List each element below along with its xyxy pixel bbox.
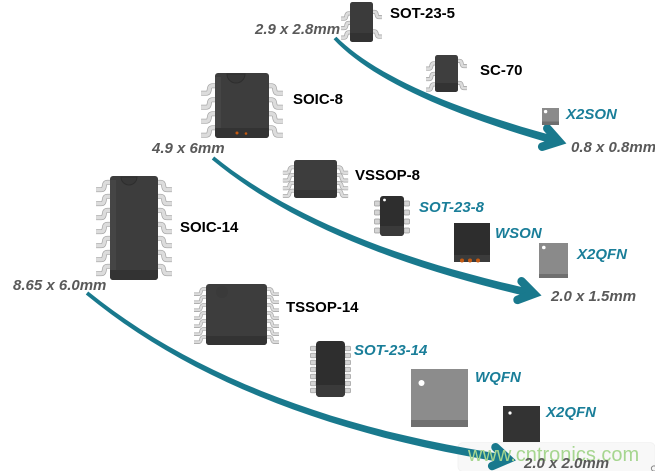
svg-text:2.9 x 2.8mm: 2.9 x 2.8mm [254, 21, 340, 38]
svg-text:SOT-23-8: SOT-23-8 [419, 199, 485, 216]
svg-text:TSSOP-14: TSSOP-14 [286, 299, 359, 316]
svg-text:SOIC-14: SOIC-14 [180, 219, 239, 236]
svg-text:SOT-23-5: SOT-23-5 [390, 5, 455, 22]
svg-text:VSSOP-8: VSSOP-8 [355, 167, 420, 184]
svg-text:SOIC-8: SOIC-8 [293, 91, 343, 108]
svg-text:SOT-23-14: SOT-23-14 [354, 342, 428, 359]
svg-text:X2QFN: X2QFN [545, 404, 597, 421]
svg-text:2.0 x 2.0mm: 2.0 x 2.0mm [523, 455, 609, 471]
svg-text:0.8 x 0.8mm: 0.8 x 0.8mm [571, 139, 655, 156]
svg-text:WQFN: WQFN [475, 369, 522, 386]
svg-text:2.0 x 1.5mm: 2.0 x 1.5mm [550, 288, 636, 305]
svg-text:4.9 x 6mm: 4.9 x 6mm [151, 140, 225, 157]
svg-text:X2SON: X2SON [565, 106, 618, 123]
svg-text:www.cntronics.com: www.cntronics.com [467, 444, 639, 466]
svg-text:WSON: WSON [495, 225, 543, 242]
svg-text:SC-70: SC-70 [480, 62, 523, 79]
svg-text:X2QFN: X2QFN [576, 246, 628, 263]
svg-text:8.65 x 6.0mm: 8.65 x 6.0mm [13, 277, 106, 294]
